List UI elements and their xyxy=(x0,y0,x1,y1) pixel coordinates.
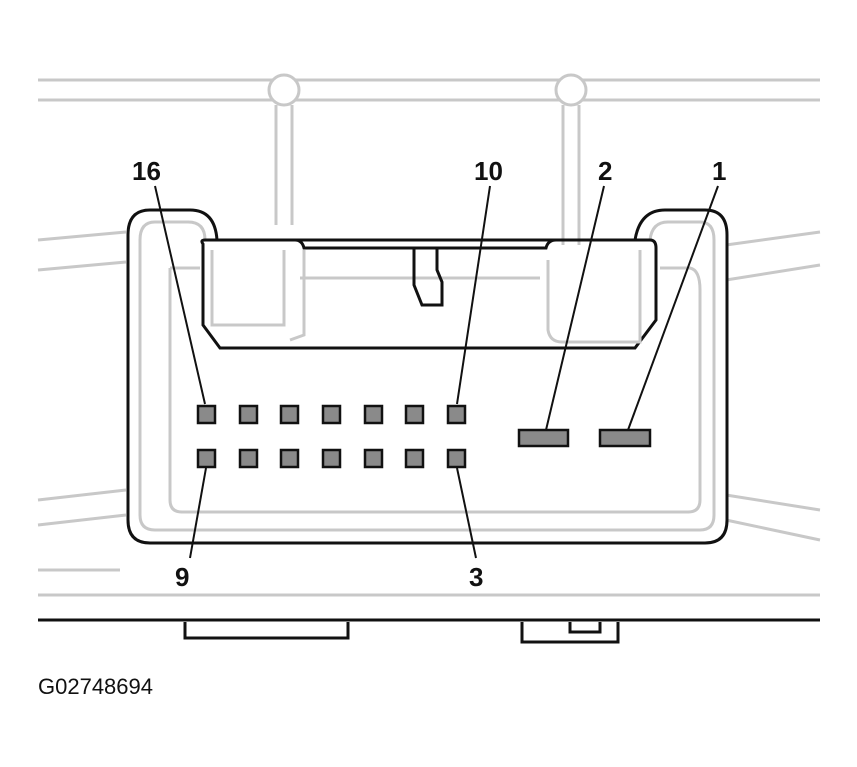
background-housing xyxy=(37,73,821,644)
pin-10 xyxy=(446,404,467,425)
pin-row-top xyxy=(196,404,467,425)
pin-label-3: 3 xyxy=(469,562,483,592)
pin-15 xyxy=(238,404,259,425)
pin-16 xyxy=(196,404,217,425)
pin-14 xyxy=(279,404,300,425)
pin-6 xyxy=(321,448,342,469)
pin-7 xyxy=(279,448,300,469)
pin-11 xyxy=(404,404,425,425)
pin-4 xyxy=(404,448,425,469)
pin-8 xyxy=(238,448,259,469)
pin-5 xyxy=(363,448,384,469)
figure-caption: G02748694 xyxy=(38,674,153,699)
pin-label-1: 1 xyxy=(712,156,726,186)
pin-label-2: 2 xyxy=(598,156,612,186)
pin-label-9: 9 xyxy=(175,562,189,592)
pin-3 xyxy=(446,448,467,469)
pin-1 xyxy=(598,428,652,448)
pin-9 xyxy=(196,448,217,469)
pin-label-10: 10 xyxy=(474,156,503,186)
leader-lines xyxy=(154,185,719,559)
pin-13 xyxy=(321,404,342,425)
connector-housing xyxy=(126,208,729,545)
pin-row-bottom xyxy=(196,448,467,469)
pin-2 xyxy=(517,428,570,448)
pin-12 xyxy=(363,404,384,425)
pin-label-16: 16 xyxy=(132,156,161,186)
